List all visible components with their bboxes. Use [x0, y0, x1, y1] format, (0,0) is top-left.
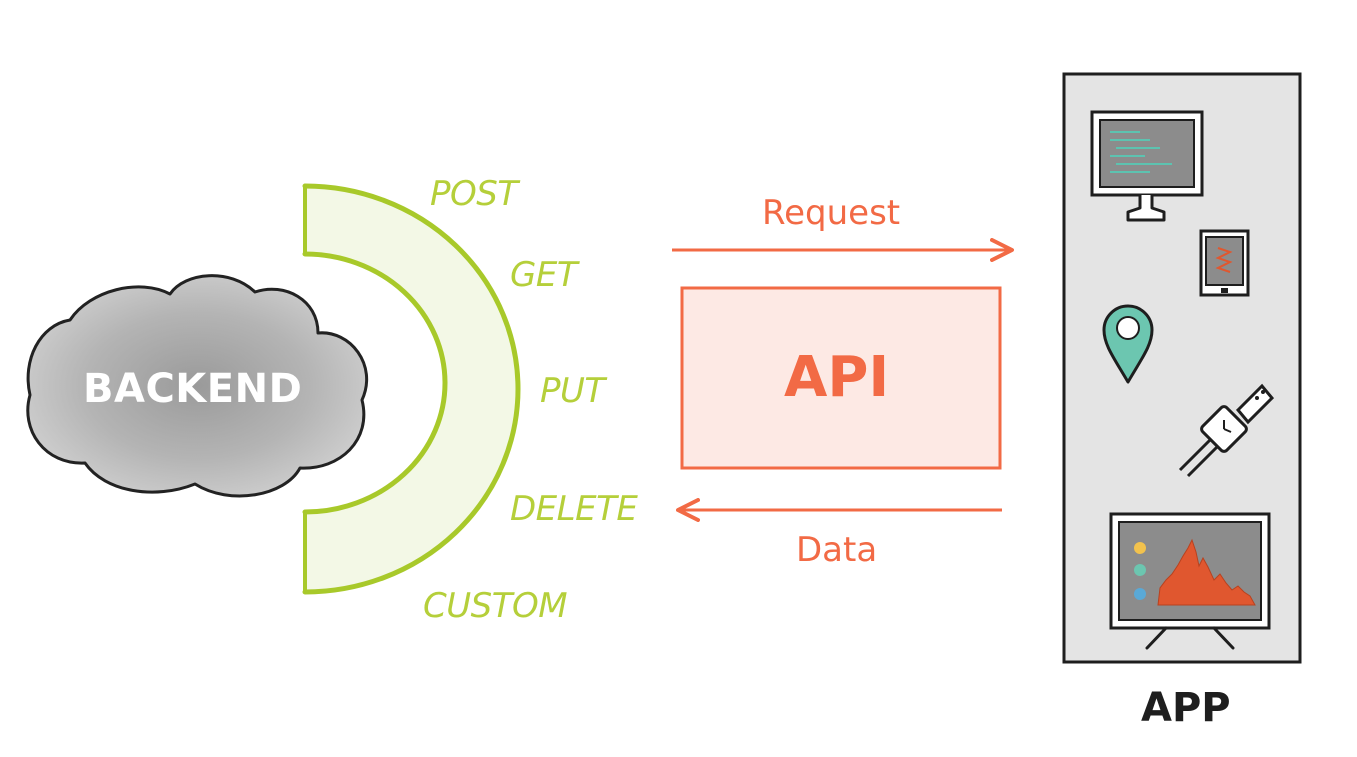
- api-label: API: [784, 345, 890, 410]
- map-pin-icon: [1102, 304, 1154, 384]
- api-box: [680, 286, 1002, 470]
- app-label: APP: [1141, 685, 1231, 731]
- method-label-get: GET: [510, 255, 578, 295]
- tv-chart-icon: [1109, 512, 1271, 650]
- http-methods-arc-icon: [302, 183, 521, 595]
- desktop-monitor-icon: [1090, 110, 1204, 222]
- data-label: Data: [796, 530, 878, 570]
- backend-label: BACKEND: [83, 366, 303, 412]
- method-label-custom: CUSTOM: [423, 586, 568, 626]
- method-label-post: POST: [430, 174, 518, 214]
- smartwatch-icon: [1178, 383, 1275, 478]
- backend-cloud-icon: [26, 274, 369, 498]
- method-label-delete: DELETE: [510, 489, 638, 529]
- tablet-icon: [1199, 229, 1250, 297]
- method-label-put: PUT: [540, 371, 605, 411]
- request-label: Request: [762, 193, 901, 233]
